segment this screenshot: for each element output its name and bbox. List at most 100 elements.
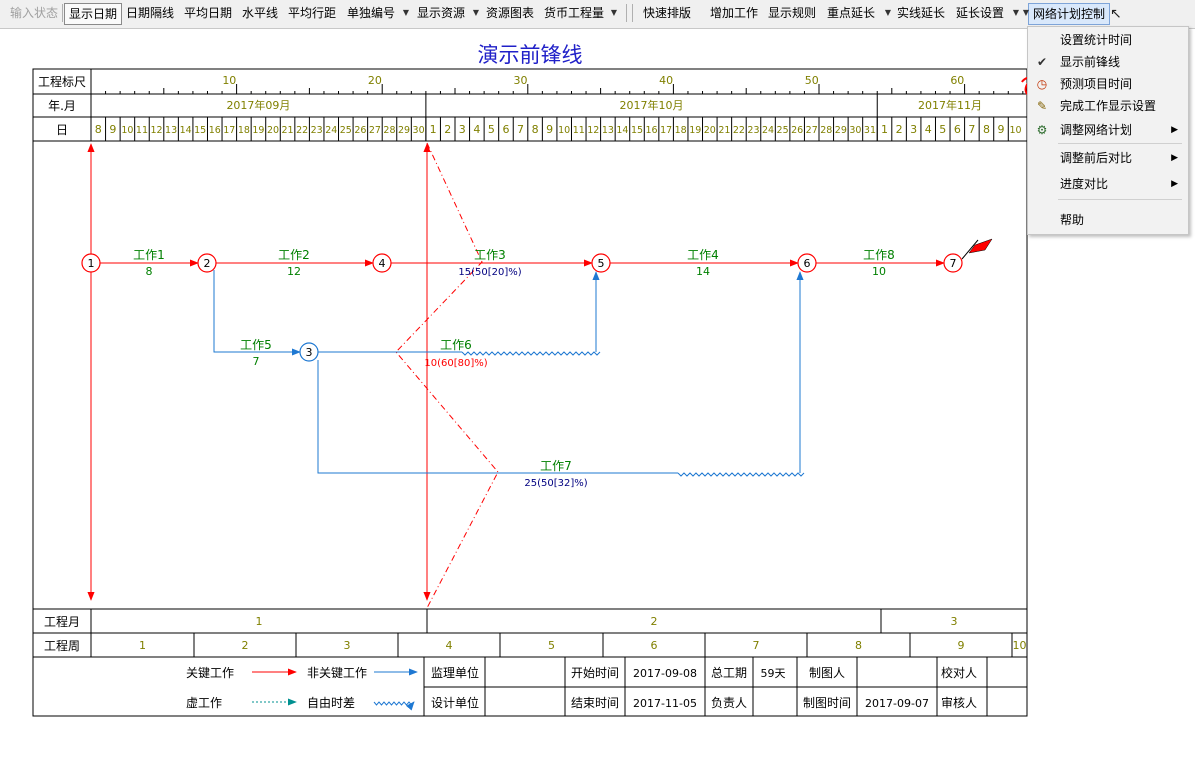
node-circle <box>797 253 817 273</box>
menu-separator <box>1058 143 1182 144</box>
toolbar-button-7[interactable]: 显示资源 <box>416 6 465 20</box>
day-label: 2 <box>444 123 451 136</box>
task-duration: 10 <box>872 265 886 278</box>
node-circle <box>591 253 611 273</box>
node-circle <box>372 253 392 273</box>
toolbar-button-16[interactable]: 网络计划控制 <box>1028 3 1110 25</box>
node-circle <box>943 253 963 273</box>
task-duration: 14 <box>696 265 710 278</box>
clock-icon: ◷ <box>1036 77 1048 91</box>
toolbar-button-4[interactable]: 水平线 <box>241 6 278 20</box>
day-label: 28 <box>383 125 395 136</box>
day-label: 22 <box>733 125 745 136</box>
day-label: 11 <box>573 125 585 136</box>
toolbar-button-12[interactable]: 显示规则 <box>767 6 816 20</box>
day-label: 24 <box>762 125 774 136</box>
project-week-row-label: 工程周 <box>44 638 80 653</box>
toolbar-button-14[interactable]: 实线延长 <box>896 6 945 20</box>
menu-item-4[interactable]: ⚙调整网络计划▶ <box>1028 119 1186 141</box>
menu-item-label: 显示前锋线 <box>1060 55 1121 69</box>
node-label: 3 <box>306 346 313 359</box>
task-name: 工作5 <box>240 338 272 352</box>
menu-item-6[interactable]: 进度对比▶ <box>1028 173 1186 195</box>
day-label: 12 <box>150 125 162 136</box>
day-label: 3 <box>459 123 466 136</box>
day-label: 25 <box>340 125 352 136</box>
day-label: 3 <box>910 123 917 136</box>
day-label: 9 <box>109 123 116 136</box>
noncritical-arrow-7 <box>317 360 678 474</box>
day-label: 15 <box>194 125 206 136</box>
toolbar-button-11[interactable]: 增加工作 <box>709 6 758 20</box>
toolbar-button-6[interactable]: 单独编号 <box>346 6 395 20</box>
day-label: 22 <box>296 125 308 136</box>
day-label: 31 <box>864 125 876 136</box>
toolbar-button-13[interactable]: 重点延长 <box>826 6 875 20</box>
day-label: 10 <box>121 125 133 136</box>
node-circle <box>197 253 217 273</box>
menu-item-1[interactable]: ✔ 显示前锋线 <box>1028 51 1186 73</box>
toolbar-button-0[interactable]: 输入状态 <box>9 6 58 20</box>
scale-tick-label: 30 <box>514 74 528 87</box>
toolbar-button-10[interactable]: 快速排版 <box>642 6 691 20</box>
menu-item-2[interactable]: ◷预测项目时间 <box>1028 73 1186 95</box>
project-month-label: 3 <box>951 615 958 628</box>
finish-flag-pole <box>961 239 979 260</box>
toolbar-button-15[interactable]: 延长设置 <box>955 6 1004 20</box>
node-label: 2 <box>204 257 211 270</box>
day-label: 25 <box>777 125 789 136</box>
day-label: 9 <box>998 123 1005 136</box>
legend-field-label: 审核人 <box>941 695 977 710</box>
day-label: 11 <box>136 125 148 136</box>
project-month-row-label: 工程月 <box>44 614 80 629</box>
dropdown-arrow-icon[interactable]: ▼ <box>472 8 480 17</box>
menu-item-label: 完成工作显示设置 <box>1060 99 1157 113</box>
front-line <box>395 142 499 609</box>
dropdown-arrow-icon[interactable]: ▼ <box>402 8 410 17</box>
day-label: 4 <box>473 123 480 136</box>
submenu-arrow-icon: ▶ <box>1171 179 1178 189</box>
menu-item-3[interactable]: ✎完成工作显示设置 <box>1028 95 1186 117</box>
legend-field-label: 校对人 <box>941 665 977 680</box>
dropdown-arrow-icon[interactable]: ▼ <box>884 8 892 17</box>
toolbar-button-8[interactable]: 资源图表 <box>485 6 534 20</box>
day-label: 21 <box>718 125 730 136</box>
toolbar-button-1[interactable]: 显示日期 <box>64 3 122 25</box>
legend-noncritical-label: 非关键工作 <box>307 666 367 680</box>
dropdown-arrow-icon[interactable]: ▼ <box>1022 8 1030 17</box>
day-label: 30 <box>849 125 861 136</box>
check-icon: ✔ <box>1036 55 1048 69</box>
scale-tick-label: 10 <box>222 74 236 87</box>
legend-field-label: 制图时间 <box>803 696 851 710</box>
menu-item-7[interactable]: 帮助 <box>1028 209 1186 231</box>
dropdown-arrow-icon[interactable]: ▼ <box>610 8 618 17</box>
legend-freefloat-zigzag <box>373 701 415 711</box>
day-label: 19 <box>689 125 701 136</box>
day-label: 1 <box>430 123 437 136</box>
node-label: 1 <box>88 257 95 270</box>
dropdown-arrow-icon[interactable]: ▼ <box>1012 8 1020 17</box>
legend-field-label: 开始时间 <box>571 666 619 680</box>
day-label: 18 <box>675 125 687 136</box>
day-label: 8 <box>983 123 990 136</box>
day-label: 15 <box>631 125 643 136</box>
day-label: 19 <box>252 125 264 136</box>
toolbar-button-2[interactable]: 日期隔线 <box>125 6 174 20</box>
node-label: 4 <box>379 257 386 270</box>
task-name: 工作3 <box>474 248 506 262</box>
project-week-label: 10 <box>1013 639 1027 652</box>
project-month-label: 2 <box>651 615 658 628</box>
toolbar-button-9[interactable]: 货币工程量 <box>543 6 604 20</box>
legend-field-value: 59天 <box>761 667 786 680</box>
menu-item-5[interactable]: 调整前后对比▶ <box>1028 147 1186 169</box>
chart-title: 演示前锋线 <box>478 43 583 67</box>
day-label: 23 <box>311 125 323 136</box>
toolbar-button-3[interactable]: 平均日期 <box>183 6 232 20</box>
toolbar-button-5[interactable]: 平均行距 <box>287 6 336 20</box>
scale-tick-label: 50 <box>805 74 819 87</box>
menu-item-0[interactable]: 设置统计时间 <box>1028 29 1186 51</box>
node-circle <box>81 253 101 273</box>
project-week-label: 7 <box>753 639 760 652</box>
toolbar-separator <box>626 4 627 22</box>
